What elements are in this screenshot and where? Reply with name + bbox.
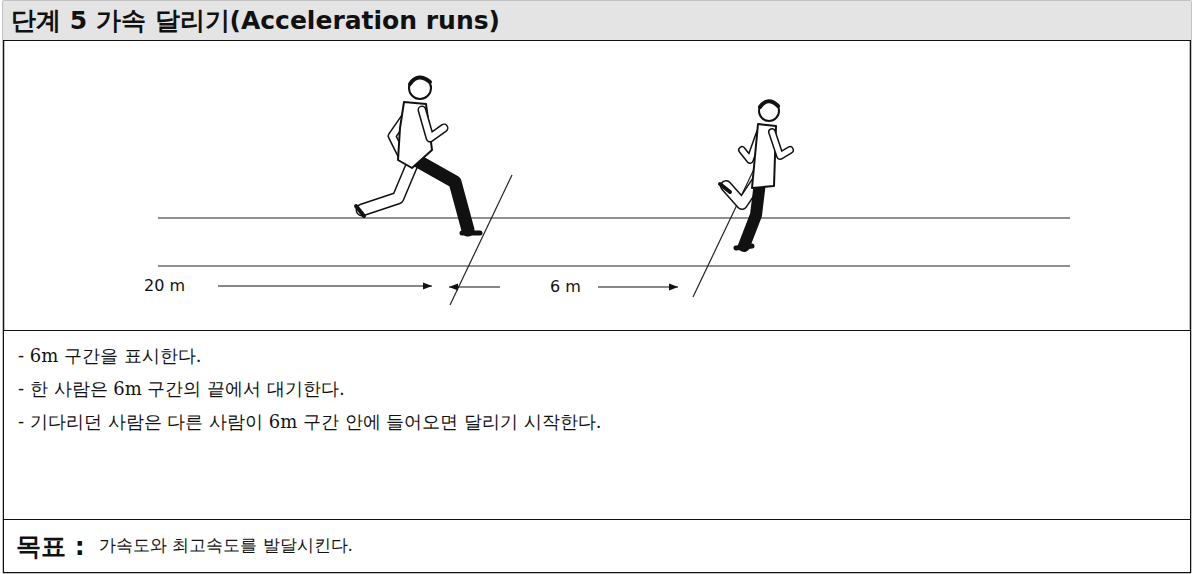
title-band: 단계 5 가속 달리기(Acceleration runs) <box>3 1 1191 41</box>
track-line <box>158 217 1070 218</box>
body-text: 가속도와 최고속도를 발달시킨다. <box>99 534 353 558</box>
dimension-arrow <box>218 285 432 286</box>
runner-figure <box>356 77 480 233</box>
dimension-arrow <box>598 286 678 287</box>
outer-frame <box>4 2 1191 573</box>
runner-figure <box>720 101 790 248</box>
dimension-label: 6 m <box>548 277 583 296</box>
dimension-arrow <box>449 286 500 287</box>
goal-heading: 목표 : <box>16 529 85 564</box>
goal-box: 목표 : 가속도와 최고속도를 발달시킨다. <box>3 519 1191 573</box>
body-text: - 한 사람은 6m 구간의 끝에서 대기한다. <box>18 376 345 401</box>
instruction-box: - 6m 구간을 표시한다. - 한 사람은 6m 구간의 끝에서 대기한다. - … <box>3 330 1191 520</box>
dimension-label: 20 m <box>142 276 187 295</box>
track-line <box>158 265 1070 266</box>
title: 단계 5 가속 달리기(Acceleration runs) <box>11 4 500 37</box>
body-text: - 기다리던 사람은 다른 사람이 6m 구간 안에 들어오면 달리기 시작한다… <box>18 409 602 434</box>
body-text: - 6m 구간을 표시한다. <box>18 343 202 368</box>
